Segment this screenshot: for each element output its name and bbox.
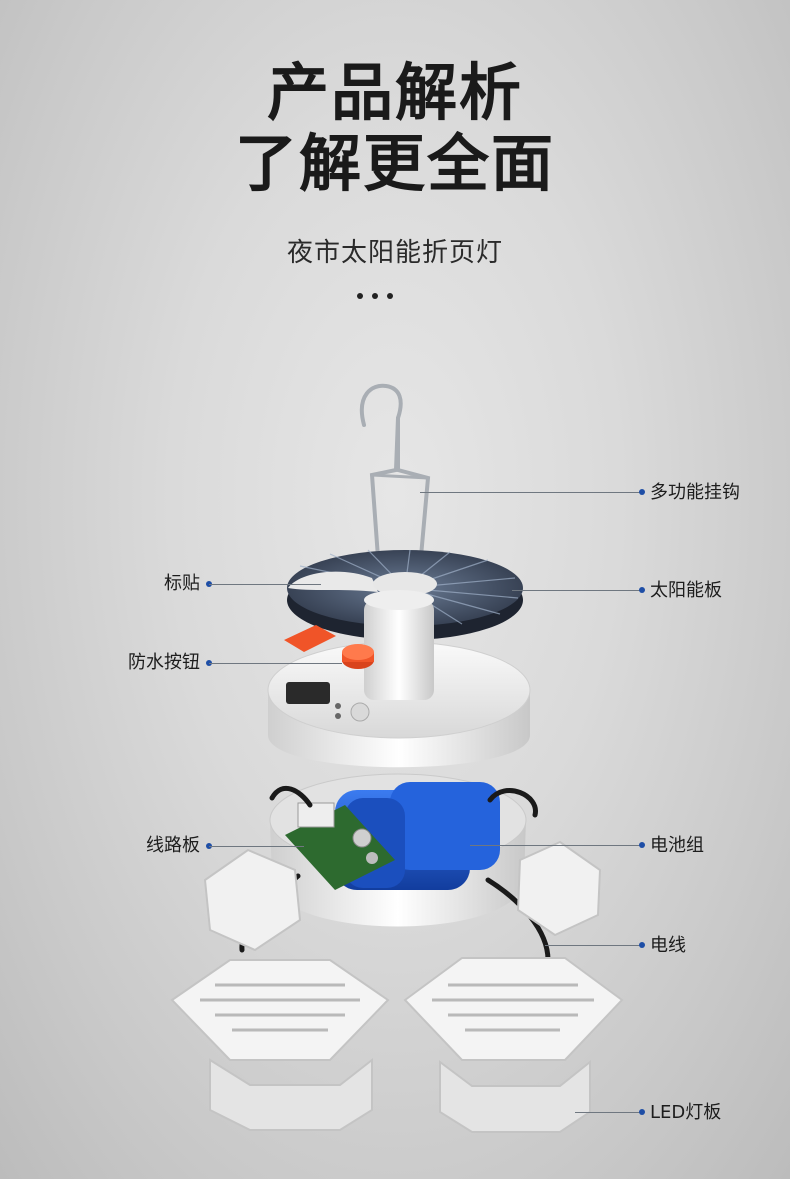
callout-circuit-label: 线路板 [146, 835, 200, 856]
leader-line-circuit [209, 846, 304, 847]
page-title-line-2: 了解更全面 [234, 127, 555, 200]
callout-button-label: 防水按钮 [128, 652, 200, 673]
callout-wire-label: 电线 [650, 935, 686, 956]
leader-line-battery [470, 845, 642, 846]
page-title-line-1: 产品解析 [266, 56, 523, 129]
callout-dot-hook [639, 489, 645, 495]
callout-led-label: LED灯板 [650, 1102, 722, 1123]
hook-graphic [359, 383, 431, 592]
callout-sticker-label: 标贴 [164, 573, 200, 594]
callout-dot-wire [639, 942, 645, 948]
callout-hook-label: 多功能挂钩 [650, 482, 740, 503]
ellipsis-dots [357, 293, 393, 299]
leader-line-sticker [209, 584, 321, 585]
leader-line-hook [420, 492, 642, 493]
leader-line-wire [545, 945, 642, 946]
led-panel-graphics [170, 840, 624, 1133]
callout-dot-led [639, 1109, 645, 1115]
callout-battery-label: 电池组 [650, 835, 704, 856]
top-housing-graphic [267, 590, 531, 768]
leader-line-button [209, 663, 342, 664]
product-subtitle: 夜市太阳能折页灯 [286, 238, 503, 268]
leader-line-led [575, 1112, 642, 1113]
callout-solar-label: 太阳能板 [650, 580, 722, 601]
callout-dot-battery [639, 842, 645, 848]
leader-line-solar [512, 590, 642, 591]
callout-dot-solar [639, 587, 645, 593]
